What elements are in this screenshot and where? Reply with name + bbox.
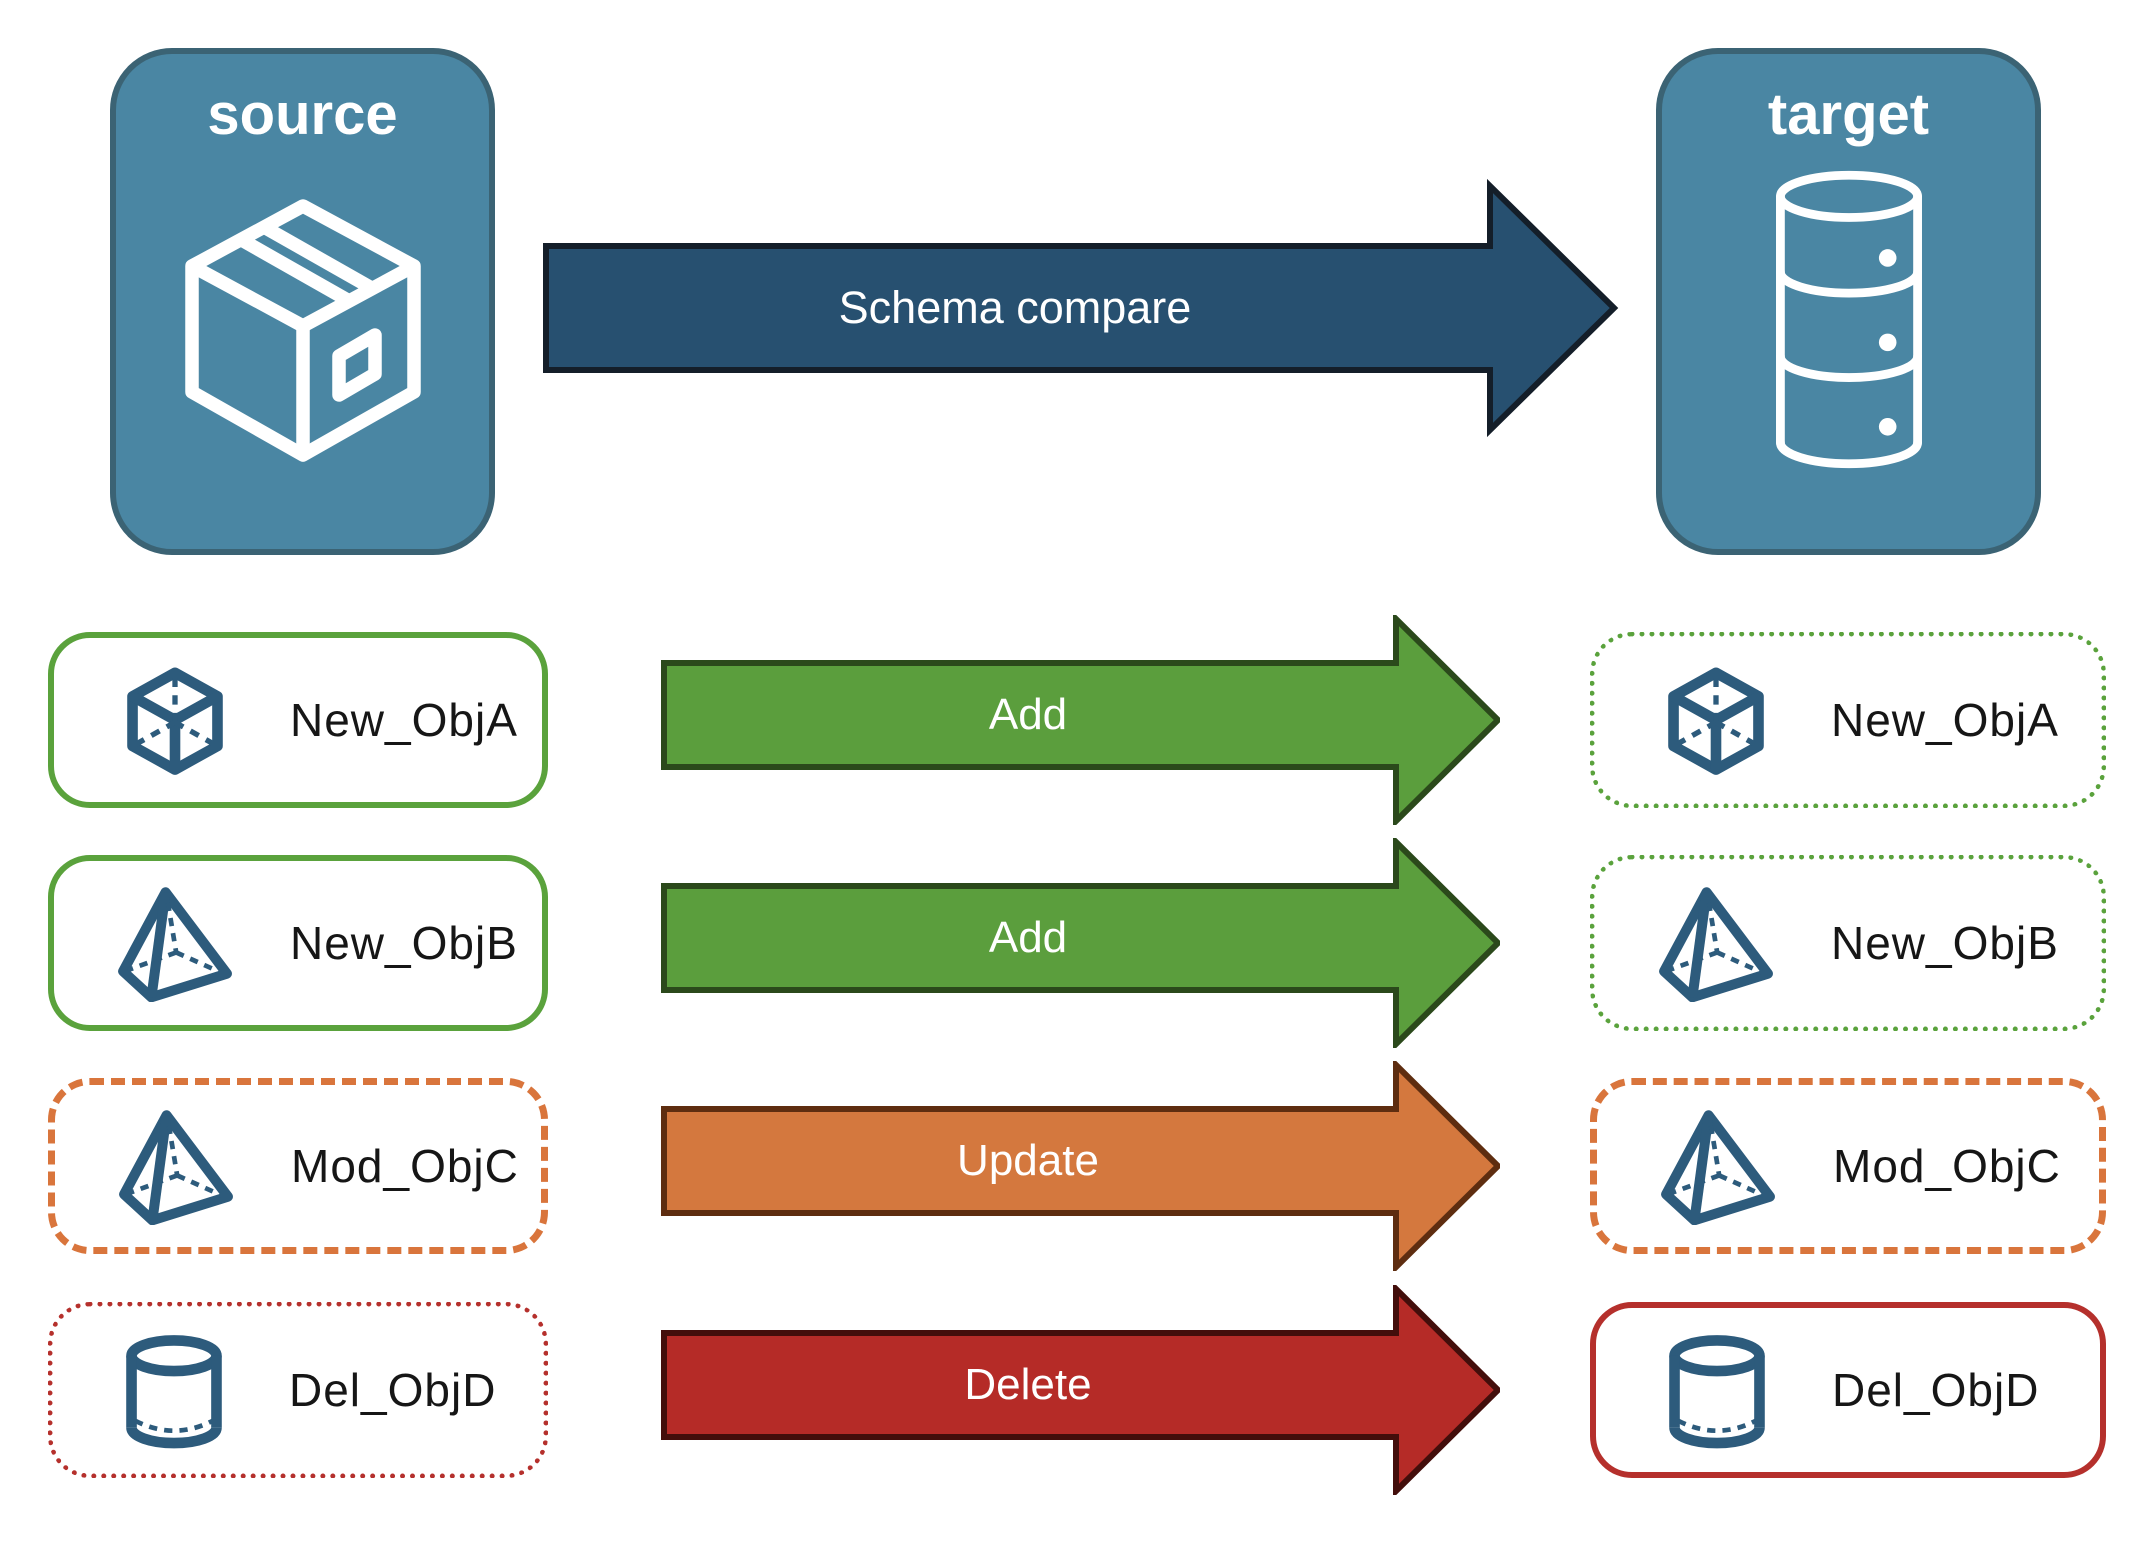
cube-icon [1657, 661, 1775, 779]
target-object-new-obja: New_ObjA [1590, 632, 2106, 808]
pyramid-icon [117, 1107, 235, 1225]
database-icon [1761, 170, 1937, 469]
cylinder-icon [1658, 1331, 1776, 1449]
source-panel-title: source [207, 82, 398, 147]
cylinder-icon [115, 1331, 233, 1449]
object-label: New_ObjA [1831, 694, 2059, 746]
schema-compare-arrow-label: Schema compare [838, 282, 1192, 333]
target-panel-title: target [1767, 82, 1930, 147]
target-object-mod-objc: Mod_ObjC [1590, 1078, 2106, 1254]
object-label: Mod_ObjC [1833, 1140, 2061, 1192]
schema-compare-arrow: Schema compare [540, 178, 1620, 438]
object-label: New_ObjA [290, 694, 518, 746]
target-object-del-objd: Del_ObjD [1590, 1302, 2106, 1478]
cube-icon [116, 661, 234, 779]
object-label: Del_ObjD [1832, 1364, 2040, 1416]
pyramid-icon [1657, 884, 1775, 1002]
add-arrow-row-1: Add [660, 615, 1500, 825]
object-label: Del_ObjD [289, 1364, 497, 1416]
source-object-mod-objc: Mod_ObjC [48, 1078, 548, 1254]
arrow-action-label: Update [957, 1136, 1099, 1185]
pyramid-icon [116, 884, 234, 1002]
add-arrow-row-2: Add [660, 838, 1500, 1048]
arrow-action-label: Delete [964, 1360, 1092, 1409]
object-label: New_ObjB [1831, 917, 2059, 969]
delete-arrow: Delete [660, 1285, 1500, 1495]
target-panel: target [1656, 48, 2041, 555]
package-box-icon [153, 170, 453, 470]
source-panel: source [110, 48, 495, 555]
source-object-new-obja: New_ObjA [48, 632, 548, 808]
source-object-new-objb: New_ObjB [48, 855, 548, 1031]
arrow-action-label: Add [988, 913, 1068, 962]
update-arrow: Update [660, 1061, 1500, 1271]
pyramid-icon [1659, 1107, 1777, 1225]
arrow-action-label: Add [988, 690, 1068, 739]
object-label: New_ObjB [290, 917, 518, 969]
target-object-new-objb: New_ObjB [1590, 855, 2106, 1031]
object-label: Mod_ObjC [291, 1140, 519, 1192]
source-object-del-objd: Del_ObjD [48, 1302, 548, 1478]
